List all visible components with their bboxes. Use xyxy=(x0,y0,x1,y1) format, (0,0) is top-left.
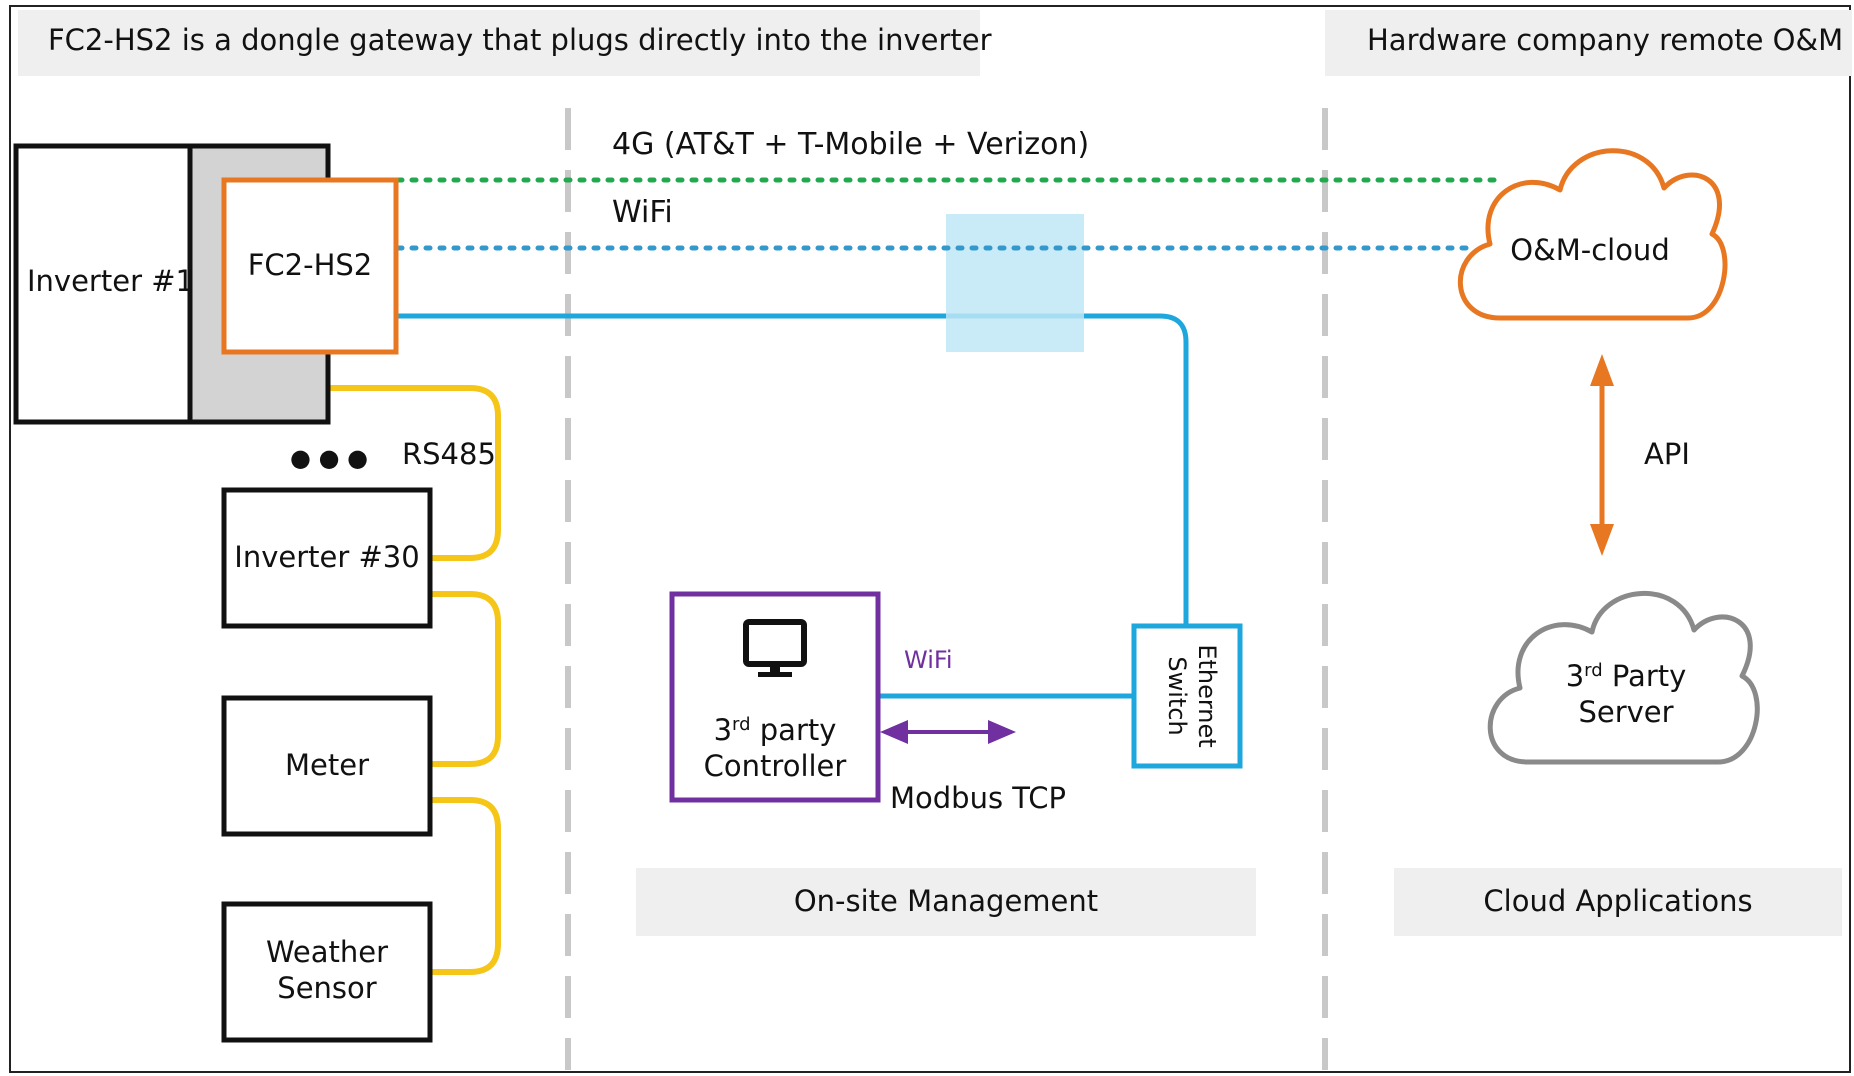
cellular-label: 4G (AT&T + T-Mobile + Verizon) xyxy=(612,127,1089,162)
controller-label-line1: 3rd party xyxy=(714,713,837,747)
inverter-30-label: Inverter #30 xyxy=(234,540,419,574)
wifi-local-label: WiFi xyxy=(904,646,953,674)
controller-label-line2: Controller xyxy=(704,749,847,783)
weather-sensor-box xyxy=(221,901,433,1043)
meter-label: Meter xyxy=(285,748,369,782)
controller-box xyxy=(669,591,881,803)
header-right-text: Hardware company remote O&M xyxy=(1367,23,1843,57)
onsite-section-panel xyxy=(636,868,1256,936)
weather-sensor-label-line1: Weather xyxy=(266,935,388,969)
om-cloud-label: O&M-cloud xyxy=(1510,233,1669,267)
inverter-1-label: Inverter #1 xyxy=(27,264,194,298)
weather-sensor-label-line2: Sensor xyxy=(277,971,376,1005)
om-cloud-icon xyxy=(1457,148,1728,321)
ethernet-switch-box xyxy=(1131,623,1243,769)
wifi-highlight-box xyxy=(946,214,1084,352)
monitor-icon xyxy=(743,619,807,677)
onsite-section-label: On-site Management xyxy=(794,884,1098,918)
modbus-arrow xyxy=(880,720,1016,744)
diagram-frame xyxy=(9,5,1851,1073)
switch-label-line2: Switch xyxy=(1163,656,1191,735)
meter-box xyxy=(221,695,433,837)
cloud-section-label: Cloud Applications xyxy=(1483,884,1752,918)
rs485-label: RS485 xyxy=(402,437,496,471)
header-left-text: FC2-HS2 is a dongle gateway that plugs d… xyxy=(48,23,992,57)
ellipsis-dots: ● ● ● xyxy=(290,444,368,472)
rs485-bus xyxy=(328,385,501,975)
inverter-30-box xyxy=(221,487,433,629)
switch-label-line1: Ethernet xyxy=(1193,644,1221,747)
server-label-line2: Server xyxy=(1578,695,1673,729)
api-arrow xyxy=(1590,354,1614,556)
cloud-section-panel xyxy=(1394,868,1842,936)
fc2-hs2-gateway xyxy=(221,177,399,355)
ethernet-link-gateway-switch xyxy=(396,313,1189,626)
server-cloud-icon xyxy=(1487,591,1760,765)
server-label-line1: 3rd Party xyxy=(1566,659,1687,693)
api-label: API xyxy=(1644,437,1690,471)
header-left-panel xyxy=(18,10,980,76)
wifi-cloud-label: WiFi xyxy=(612,195,673,230)
modbus-label: Modbus TCP xyxy=(890,781,1066,815)
fc2-hs2-label: FC2-HS2 xyxy=(248,248,373,282)
header-right-panel xyxy=(1325,10,1852,76)
